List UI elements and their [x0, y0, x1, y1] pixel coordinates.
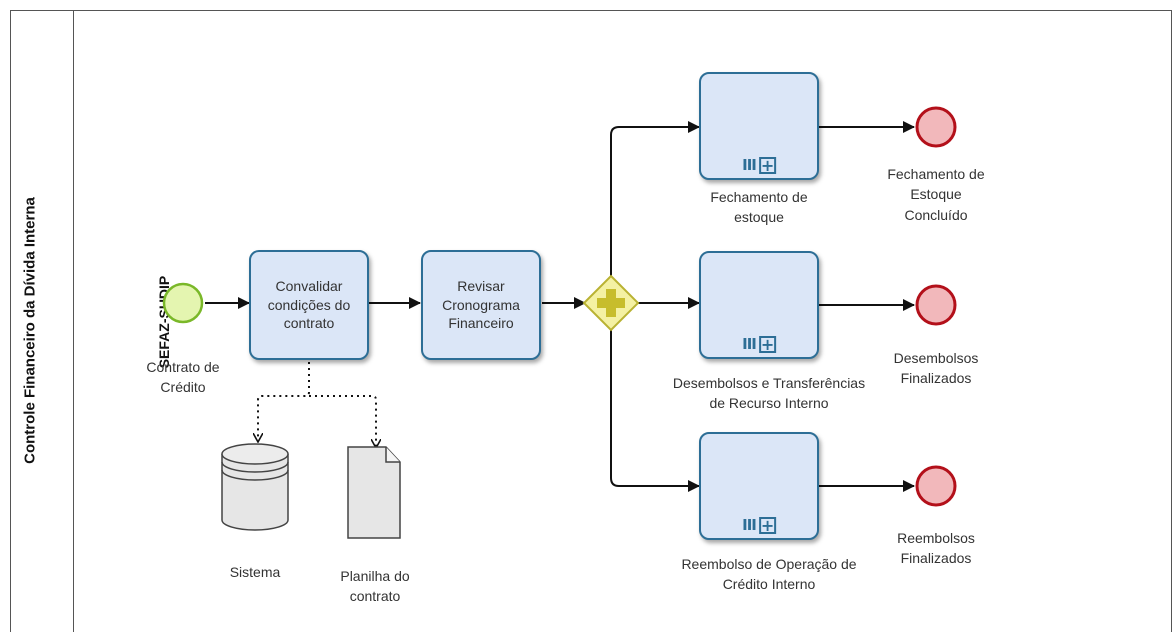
- pool: [10, 10, 1172, 632]
- task-revisar-label: Revisar Cronograma Financeiro: [442, 277, 520, 332]
- subprocess-desembolsos-label: Desembolsos e Transferências de Recurso …: [672, 375, 866, 412]
- end-event-fechamento[interactable]: [915, 106, 957, 148]
- flow-gateway-to-reembolso: [610, 328, 700, 492]
- multi-instance-subprocess-marker: III +: [742, 335, 776, 353]
- task-convalidar[interactable]: Convalidar condições do contrato: [249, 250, 369, 360]
- multi-instance-subprocess-marker: III +: [742, 156, 776, 174]
- start-event[interactable]: [162, 282, 204, 324]
- flow-gateway-to-fechamento: [610, 121, 700, 278]
- association-to-planilha: [309, 395, 376, 447]
- task-revisar[interactable]: Revisar Cronograma Financeiro: [421, 250, 541, 360]
- data-object-planilha[interactable]: [347, 446, 401, 539]
- subprocess-reembolso[interactable]: III +: [699, 432, 819, 540]
- pool-header: Controle Financeiro da Dívida Interna: [10, 10, 74, 632]
- expand-plus-icon: +: [758, 515, 776, 535]
- end-event-desembolsos-label: Desembolsos Finalizados: [893, 350, 979, 387]
- subprocess-fechamento[interactable]: III +: [699, 72, 819, 180]
- parallel-gateway[interactable]: [582, 274, 640, 332]
- data-store-sistema-label: Sistema: [229, 564, 281, 580]
- expand-plus-icon: +: [758, 334, 776, 354]
- end-event-reembolsos-label: Reembolsos Finalizados: [897, 530, 975, 567]
- task-convalidar-label: Convalidar condições do contrato: [267, 277, 351, 332]
- subprocess-desembolsos[interactable]: III +: [699, 251, 819, 359]
- subprocess-reembolso-label: Reembolso de Operação de Crédito Interno: [681, 556, 857, 593]
- end-event-fechamento-label: Fechamento de Estoque Concluído: [887, 166, 985, 223]
- expand-plus-icon: +: [758, 155, 776, 175]
- end-event-desembolsos[interactable]: [915, 284, 957, 326]
- multi-instance-icon: III: [742, 156, 757, 174]
- data-object-planilha-label: Planilha do contrato: [340, 568, 410, 605]
- multi-instance-icon: III: [742, 516, 757, 534]
- subprocess-fechamento-label: Fechamento de estoque: [710, 189, 808, 226]
- association-to-sistema: [258, 362, 310, 441]
- multi-instance-icon: III: [742, 335, 757, 353]
- end-event-reembolsos[interactable]: [915, 465, 957, 507]
- data-store-sistema[interactable]: [221, 443, 289, 531]
- multi-instance-subprocess-marker: III +: [742, 516, 776, 534]
- start-event-label: Contrato de Crédito: [146, 359, 220, 396]
